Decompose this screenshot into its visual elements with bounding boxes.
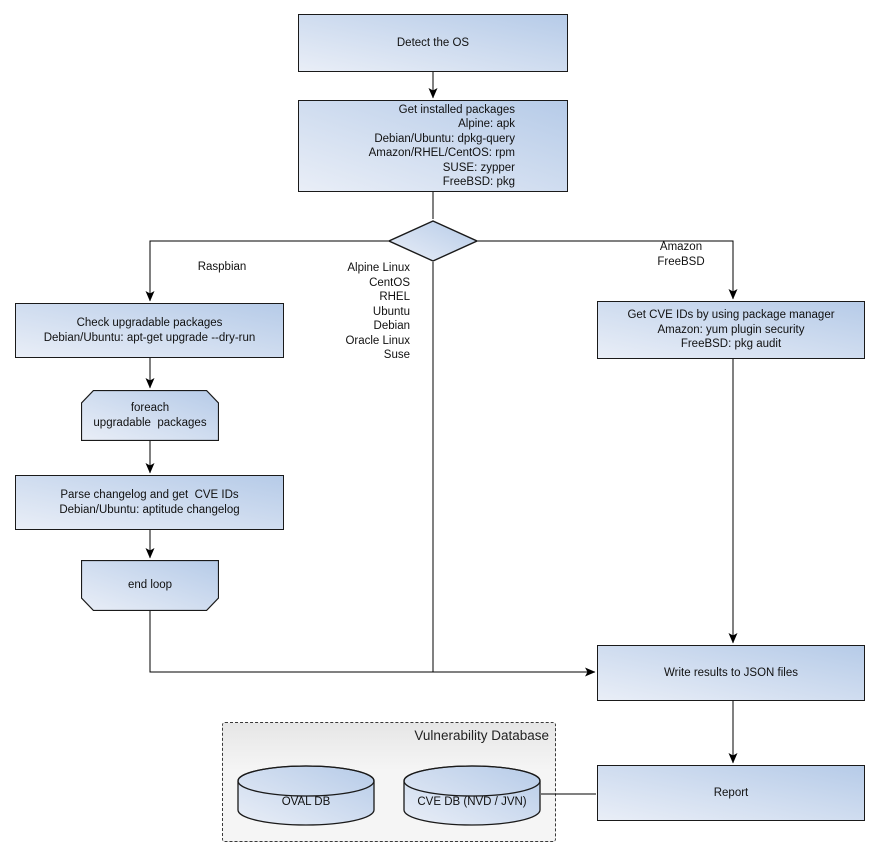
branch-label-other-distros: Alpine Linux CentOS RHEL Ubuntu Debian O…: [345, 262, 410, 361]
database-cylinder-icon: [403, 765, 541, 826]
node-parse-changelog: Parse changelog and get CVE IDs Debian/U…: [15, 475, 284, 530]
oval-db-label: OVAL DB: [281, 795, 331, 808]
node-oval-db: OVAL DB: [237, 765, 375, 826]
node-os-decision-diamond: [388, 220, 478, 262]
loop-end-shape: [81, 560, 219, 611]
edge-decision-to-get-cve: [478, 240, 738, 300]
node-get-installed-packages: Get installed packages Alpine: apk Debia…: [298, 100, 568, 192]
edge-decision-to-check-upgradable: [145, 240, 388, 302]
end-loop-label: end loop: [127, 579, 173, 592]
node-write-results-json: Write results to JSON files: [597, 645, 865, 701]
node-check-upgradable-packages: Check upgradable packages Debian/Ubuntu:…: [15, 303, 284, 358]
branch-label-raspbian: Raspbian: [197, 261, 247, 273]
node-cve-db: CVE DB (NVD / JVN): [403, 765, 541, 826]
vulnerability-database-title: Vulnerability Database: [414, 728, 549, 743]
branch-label-amazon-freebsd: Amazon FreeBSD: [657, 241, 705, 268]
node-report: Report: [597, 765, 865, 821]
node-get-cve-ids-package-manager: Get CVE IDs by using package manager Ama…: [597, 301, 865, 359]
diamond-shape: [388, 220, 478, 262]
database-cylinder-icon: [237, 765, 375, 826]
edge-endloop-to-write-results: [149, 611, 596, 677]
loop-start-shape: [81, 390, 219, 441]
cve-db-label: CVE DB (NVD / JVN): [417, 795, 527, 808]
foreach-label: foreach upgradable packages: [93, 402, 207, 429]
node-end-loop: end loop: [81, 560, 219, 611]
node-foreach-loop-start: foreach upgradable packages: [81, 390, 219, 441]
node-detect-os: Detect the OS: [298, 14, 568, 72]
